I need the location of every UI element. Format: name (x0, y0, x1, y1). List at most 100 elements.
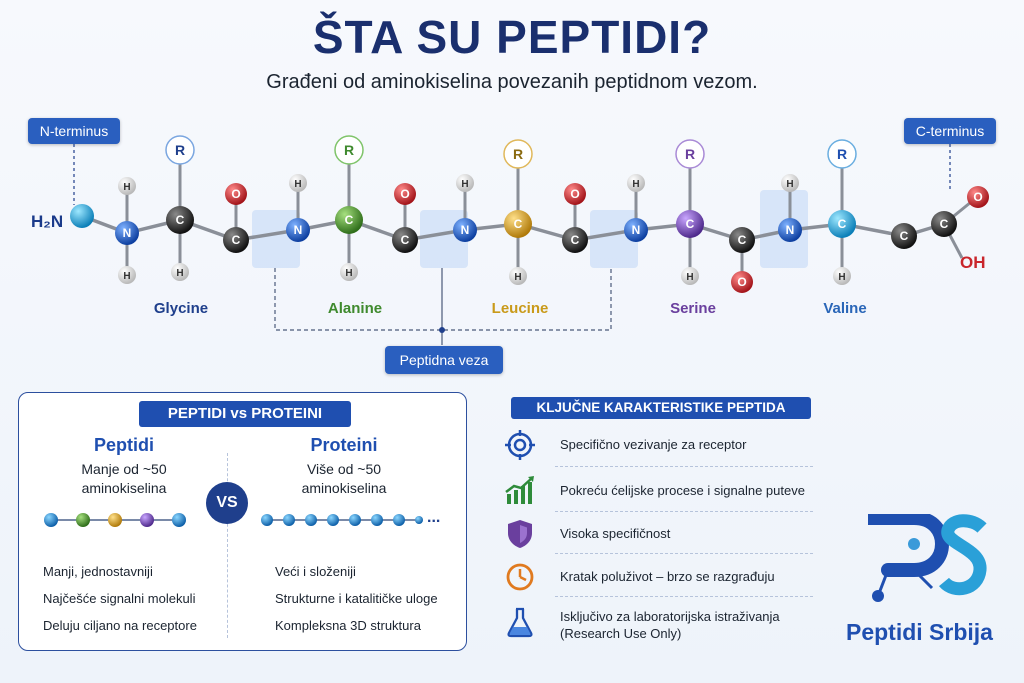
separator (555, 511, 813, 512)
characteristic-item: Specifično vezivanje za receptor (500, 425, 814, 465)
characteristic-text: Kratak poluživot – brzo se razgrađuju (560, 569, 775, 584)
logo-name: Peptidi Srbija (846, 619, 993, 645)
hydrogen-atom: H (340, 263, 358, 281)
r-group-marker: R (827, 139, 857, 169)
column-divider (227, 453, 228, 638)
hydrogen-atom: H (171, 263, 189, 281)
clock-icon (506, 563, 534, 591)
oxygen-atom: O (225, 183, 247, 205)
nitrogen-atom: N (624, 218, 648, 242)
svg-text:C: C (900, 229, 909, 243)
r-group-marker: R (334, 135, 364, 165)
characteristic-text: Isključivo za laboratorijska istraživanj… (560, 608, 820, 642)
characteristic-text: Pokreću ćelijske procese i signalne pute… (560, 483, 805, 498)
characteristic-text: Visoka specifičnost (560, 526, 671, 541)
oxygen-atom: O (731, 271, 753, 293)
svg-text:O: O (570, 187, 579, 201)
list-item: Manji, jednostavniji (43, 564, 153, 579)
svg-text:H: H (461, 179, 468, 190)
svg-text:R: R (175, 142, 185, 158)
peptides-desc-line2: aminokiselina (81, 480, 167, 496)
svg-text:N: N (461, 223, 470, 237)
svg-text:H: H (786, 179, 793, 190)
hydrogen-atom: H (681, 267, 699, 285)
amino-acid-glycine: Glycine (153, 300, 209, 317)
peptide-short-chain-icon (44, 513, 186, 527)
svg-text:H: H (123, 271, 130, 282)
r-group-marker: R (165, 135, 195, 165)
hydrogen-atom: H (833, 267, 851, 285)
peptides-desc-line1: Manje od ~50 (81, 461, 167, 477)
peptidi-srbija-logo (868, 514, 987, 602)
svg-text:R: R (685, 146, 695, 162)
flask-icon (507, 607, 533, 638)
characteristic-item: Isključivo za laboratorijska istraživanj… (500, 602, 814, 642)
hydrogen-atom: H (627, 174, 645, 192)
hydrogen-atom: H (781, 174, 799, 192)
svg-text:R: R (344, 142, 354, 158)
amino-acid-alanine: Alanine (327, 300, 383, 317)
svg-text:H: H (514, 272, 521, 283)
svg-text:O: O (973, 190, 982, 204)
svg-text:H: H (632, 179, 639, 190)
proteins-desc-line1: Više od ~50 (306, 461, 382, 477)
svg-text:C: C (686, 217, 695, 231)
list-item: Kompleksna 3D struktura (275, 618, 421, 633)
svg-text:C: C (514, 217, 523, 231)
characteristic-text-line2: (Research Use Only) (560, 626, 682, 641)
alpha-carbon-atom: C (166, 206, 194, 234)
svg-text:R: R (513, 146, 523, 162)
svg-text:N: N (123, 226, 132, 240)
hydrogen-atom: H (456, 174, 474, 192)
nitrogen-atom: N (286, 218, 310, 242)
svg-text:C: C (940, 217, 949, 231)
vs-badge: VS (206, 482, 248, 524)
c-terminus-label: C-terminus (904, 118, 996, 144)
r-group-marker: R (503, 139, 533, 169)
svg-text:H: H (838, 272, 845, 283)
characteristics-header: KLJUČNE KARAKTERISTIKE PEPTIDA (511, 397, 811, 419)
svg-text:O: O (231, 187, 240, 201)
growth-chart-icon (505, 476, 534, 504)
svg-text:H: H (686, 272, 693, 283)
peptides-vs-proteins-panel: PEPTIDI vs PROTEINI Peptidi Manje od ~50… (18, 392, 467, 651)
characteristic-text-line1: Isključivo za laboratorijska istraživanj… (560, 609, 780, 624)
hydrogen-atom: H (118, 177, 136, 195)
carbonyl-carbon-atom: C (223, 227, 249, 253)
svg-text:H: H (123, 182, 130, 193)
n-terminal-nitrogen-atom (70, 204, 94, 228)
target-icon (505, 430, 535, 460)
alpha-carbon-atom: C (676, 210, 704, 238)
svg-text:N: N (632, 223, 641, 237)
hydrogen-atom: H (509, 267, 527, 285)
amino-acid-serine: Serine (670, 300, 716, 317)
peptides-list: Manji, jednostavniji Najčešće signalni m… (43, 558, 197, 639)
svg-text:C: C (232, 233, 241, 247)
proteins-desc: Više od ~50 aminokiselina (254, 460, 434, 498)
proteins-desc-line2: aminokiselina (301, 480, 387, 496)
list-item: Deluju ciljano na receptore (43, 618, 197, 633)
list-item: Strukturne i katalitičke uloge (275, 591, 438, 606)
proteins-ellipsis: ... (427, 509, 441, 526)
oxygen-atom: O (564, 183, 586, 205)
svg-text:H: H (345, 268, 352, 279)
carbonyl-carbon-atom: C (891, 223, 917, 249)
list-item: Veći i složeniji (275, 564, 356, 579)
compare-header: PEPTIDI vs PROTEINI (139, 401, 351, 427)
nitrogen-atom: N (115, 221, 139, 245)
separator (555, 553, 813, 554)
svg-text:H: H (176, 268, 183, 279)
alpha-carbon-atom: C (504, 210, 532, 238)
list-item: Najčešće signalni molekuli (43, 591, 196, 606)
r-group-marker: R (675, 139, 705, 169)
proteins-list: Veći i složeniji Strukturne i katalitičk… (275, 558, 438, 639)
hydrogen-atom: H (118, 266, 136, 284)
characteristic-text: Specifično vezivanje za receptor (560, 437, 747, 452)
oxygen-atom: O (394, 183, 416, 205)
nitrogen-atom: N (453, 218, 477, 242)
svg-text:C: C (571, 233, 580, 247)
svg-text:O: O (400, 187, 409, 201)
svg-text:C: C (401, 233, 410, 247)
peptide-bond-bracket (274, 268, 612, 331)
